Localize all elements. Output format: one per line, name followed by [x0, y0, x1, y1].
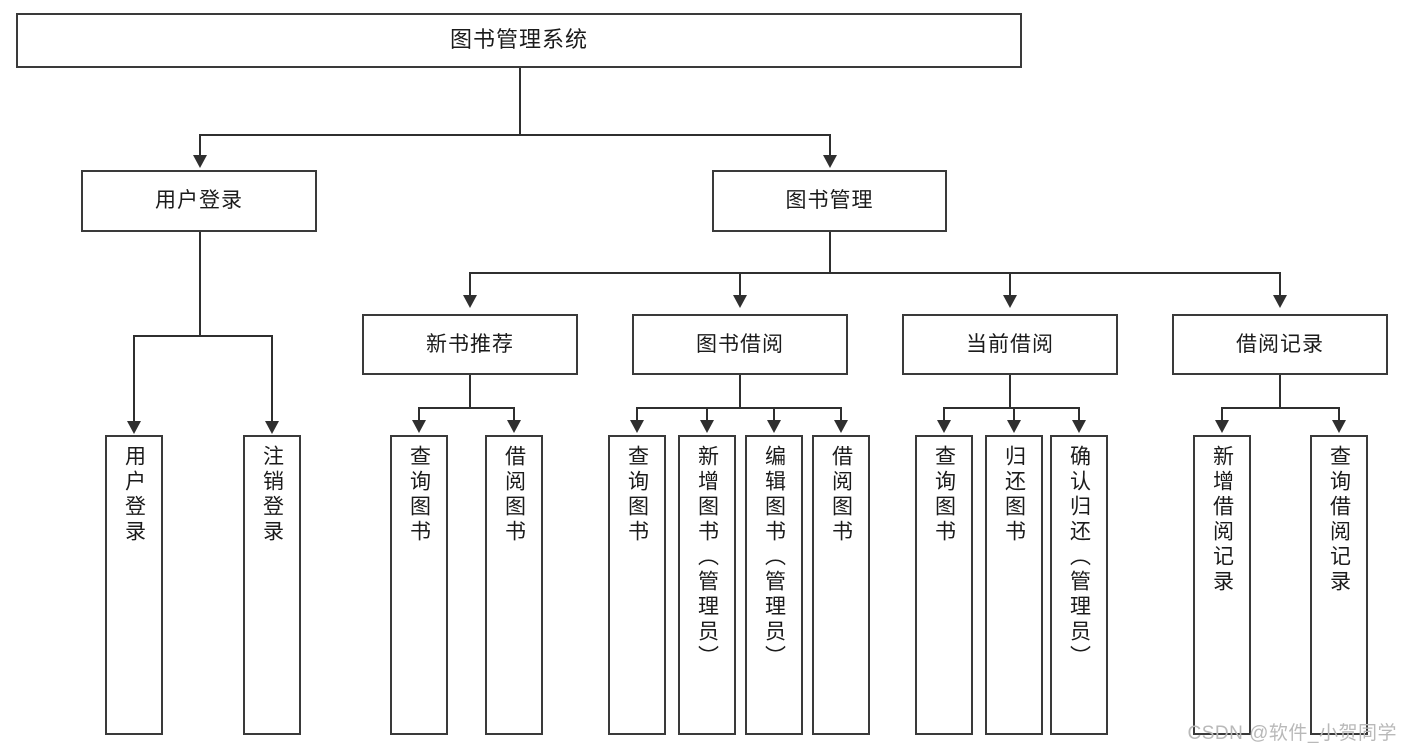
arrow-bm-to-recommend — [463, 295, 477, 308]
node-book-management[interactable]: 图书管理 — [712, 170, 947, 232]
arrow-recommend-l2 — [507, 420, 521, 433]
node-label: 新增借阅记录 — [1210, 445, 1234, 595]
node-label: 查询图书 — [932, 445, 956, 545]
leaf-record-add-record[interactable]: 新增借阅记录 — [1193, 435, 1251, 735]
node-label: 图书借阅 — [696, 332, 784, 356]
node-label: 编辑图书（管理员） — [762, 445, 786, 670]
connector-borrow-record-bar — [1221, 407, 1338, 409]
connector-recommend-bar — [418, 407, 514, 409]
arrow-current-borrow-l3 — [1072, 420, 1086, 433]
leaf-current-return-book[interactable]: 归还图书 — [985, 435, 1043, 735]
leaf-borrow-borrow-book[interactable]: 借阅图书 — [812, 435, 870, 735]
arrow-recommend-l1 — [412, 420, 426, 433]
arrow-bm-to-book-borrow — [733, 295, 747, 308]
leaf-current-confirm-return-admin[interactable]: 确认归还（管理员） — [1050, 435, 1108, 735]
arrow-bm-to-borrow-record — [1273, 295, 1287, 308]
connector-recommend-l1 — [418, 407, 420, 421]
arrow-borrow-record-l2 — [1332, 420, 1346, 433]
node-label: 新书推荐 — [426, 332, 514, 356]
connector-book-borrow-stem — [739, 375, 741, 409]
arrow-book-borrow-l4 — [834, 420, 848, 433]
leaf-record-query-record[interactable]: 查询借阅记录 — [1310, 435, 1368, 735]
node-label: 确认归还（管理员） — [1067, 445, 1091, 670]
leaf-recommend-query-book[interactable]: 查询图书 — [390, 435, 448, 735]
connector-bm-to-book-borrow — [739, 272, 741, 296]
node-label: 查询借阅记录 — [1327, 445, 1351, 595]
leaf-user-login-login[interactable]: 用户登录 — [105, 435, 163, 735]
node-new-book-recommend[interactable]: 新书推荐 — [362, 314, 578, 375]
connector-book-borrow-l2 — [706, 407, 708, 421]
connector-root-to-user-login — [199, 134, 201, 156]
arrow-root-to-book-management — [823, 155, 837, 168]
leaf-current-query-book[interactable]: 查询图书 — [915, 435, 973, 735]
connector-recommend-l2 — [513, 407, 515, 421]
connector-current-borrow-stem — [1009, 375, 1011, 409]
connector-borrow-record-l1 — [1221, 407, 1223, 421]
node-label: 用户登录 — [155, 189, 243, 213]
node-label: 注销登录 — [260, 445, 284, 545]
arrow-root-to-user-login — [193, 155, 207, 168]
connector-current-borrow-l3 — [1078, 407, 1080, 421]
node-label: 当前借阅 — [966, 332, 1054, 356]
arrow-user-login-right — [265, 421, 279, 434]
arrow-current-borrow-l1 — [937, 420, 951, 433]
connector-borrow-record-l2 — [1338, 407, 1340, 421]
arrow-bm-to-current-borrow — [1003, 295, 1017, 308]
connector-bm-to-borrow-record — [1279, 272, 1281, 296]
connector-recommend-stem — [469, 375, 471, 409]
node-user-login[interactable]: 用户登录 — [81, 170, 317, 232]
arrow-book-borrow-l1 — [630, 420, 644, 433]
connector-book-management-stem — [829, 232, 831, 274]
node-current-borrow[interactable]: 当前借阅 — [902, 314, 1118, 375]
connector-bm-to-current-borrow — [1009, 272, 1011, 296]
node-label: 查询图书 — [407, 445, 431, 545]
arrow-current-borrow-l2 — [1007, 420, 1021, 433]
connector-current-borrow-l1 — [943, 407, 945, 421]
connector-user-login-right — [271, 335, 273, 422]
arrow-user-login-left — [127, 421, 141, 434]
connector-book-borrow-l1 — [636, 407, 638, 421]
node-label: 用户登录 — [122, 445, 146, 545]
leaf-borrow-edit-book-admin[interactable]: 编辑图书（管理员） — [745, 435, 803, 735]
connector-user-login-left — [133, 335, 135, 422]
arrow-book-borrow-l2 — [700, 420, 714, 433]
connector-bm-to-recommend — [469, 272, 471, 296]
connector-borrow-record-stem — [1279, 375, 1281, 409]
connector-root-stem — [519, 68, 521, 135]
connector-root-to-book-management — [829, 134, 831, 156]
connector-current-borrow-bar — [943, 407, 1078, 409]
node-root-library-system[interactable]: 图书管理系统 — [16, 13, 1022, 68]
node-label: 查询图书 — [625, 445, 649, 545]
connector-book-management-bar — [469, 272, 1280, 274]
arrow-borrow-record-l1 — [1215, 420, 1229, 433]
connector-book-borrow-l3 — [773, 407, 775, 421]
leaf-borrow-query-book[interactable]: 查询图书 — [608, 435, 666, 735]
node-label: 借阅记录 — [1236, 332, 1324, 356]
node-label: 归还图书 — [1002, 445, 1026, 545]
node-label: 借阅图书 — [502, 445, 526, 545]
leaf-recommend-borrow-book[interactable]: 借阅图书 — [485, 435, 543, 735]
connector-book-borrow-bar — [636, 407, 841, 409]
connector-user-login-stem — [199, 232, 201, 336]
connector-root-bar — [199, 134, 830, 136]
leaf-borrow-add-book-admin[interactable]: 新增图书（管理员） — [678, 435, 736, 735]
node-label: 图书管理系统 — [449, 27, 588, 53]
connector-current-borrow-l2 — [1013, 407, 1015, 421]
leaf-user-login-logout[interactable]: 注销登录 — [243, 435, 301, 735]
arrow-book-borrow-l3 — [767, 420, 781, 433]
node-label: 新增图书（管理员） — [695, 445, 719, 670]
node-label: 图书管理 — [785, 189, 874, 213]
connector-user-login-bar — [133, 335, 271, 337]
connector-book-borrow-l4 — [840, 407, 842, 421]
node-label: 借阅图书 — [829, 445, 853, 545]
node-book-borrow[interactable]: 图书借阅 — [632, 314, 848, 375]
node-borrow-record[interactable]: 借阅记录 — [1172, 314, 1388, 375]
